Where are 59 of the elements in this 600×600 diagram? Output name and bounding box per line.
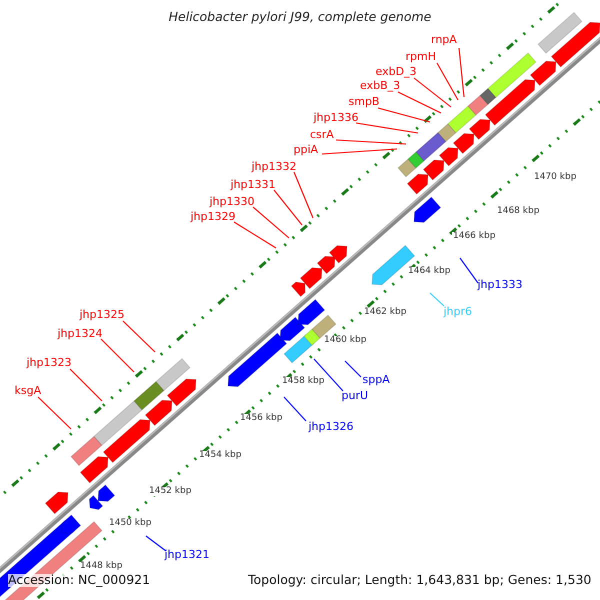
leader-line (294, 172, 314, 218)
scale-label: 1454 kbp (198, 451, 242, 460)
gene-label: jhp1325 (80, 309, 125, 320)
scale-label: 1470 kbp (533, 173, 578, 182)
leader-line (70, 368, 102, 402)
scale-label: 1458 kbp (281, 377, 326, 386)
leader-line (100, 338, 134, 372)
leader-line (430, 292, 444, 306)
leader-line (322, 148, 398, 155)
leader-line (284, 396, 306, 422)
gene-label: jhp1321 (164, 549, 210, 560)
scale-label: 1464 kbp (407, 267, 452, 276)
map-title: Helicobacter pylori J99, complete genome (168, 11, 432, 24)
leader-line (414, 78, 452, 108)
gene-label: ppiA (294, 144, 318, 155)
scale-label: 1466 kbp (452, 232, 496, 241)
summary-text: Topology: circular; Length: 1,643,831 bp; Genes: 1,530 (248, 574, 592, 586)
leader-line (234, 222, 276, 248)
leader-line (252, 206, 290, 238)
gene-label: jhp1336 (314, 112, 359, 123)
gene-label: ksgA (14, 385, 42, 396)
gene-label: jhp1326 (308, 421, 354, 432)
leader-line (398, 92, 442, 114)
leader-line (146, 536, 166, 552)
gene-label: rpmH (406, 51, 436, 62)
gene-label: exbD_3 (376, 66, 417, 77)
leader-line (122, 320, 156, 352)
leader-line (314, 358, 344, 392)
gene-label: sppA (362, 374, 390, 385)
leader-line (38, 396, 72, 430)
scale-label: 1452 kbp (148, 487, 192, 496)
scale-label: 1456 kbp (239, 414, 284, 423)
scale-label: 1448 kbp (79, 562, 124, 571)
scale-label: 1460 kbp (323, 336, 368, 345)
scale-label: 1450 kbp (108, 519, 152, 528)
gene-label: jhp1330 (210, 196, 255, 207)
leader-line (336, 139, 406, 145)
accession-text: Accession: NC_000921 (8, 574, 150, 586)
gene-label: jhp1329 (190, 211, 236, 222)
scale-label: 1462 kbp (363, 308, 408, 317)
gene-label: rnpA (431, 34, 457, 45)
gene-label: jhp1324 (58, 328, 103, 339)
leader-line (458, 48, 465, 98)
gene-label: jhp1323 (26, 357, 72, 368)
scale-label: 1468 kbp (496, 207, 540, 216)
leader-line (436, 62, 458, 100)
gene-label: jhp1332 (252, 161, 297, 172)
leader-line (378, 107, 430, 123)
gene-label: jhp1331 (230, 179, 276, 190)
leader-line (274, 190, 302, 226)
gene-label: jhp1333 (478, 279, 523, 290)
leader-line (356, 122, 418, 134)
gene-label: smpB (348, 96, 380, 107)
leader-line (460, 258, 478, 284)
gene-label: purU (342, 390, 368, 401)
leader-line (344, 360, 362, 378)
gene-label: exbB_3 (360, 80, 400, 91)
gene-label: jhpr6 (444, 306, 472, 317)
gene-label: csrA (310, 129, 334, 140)
